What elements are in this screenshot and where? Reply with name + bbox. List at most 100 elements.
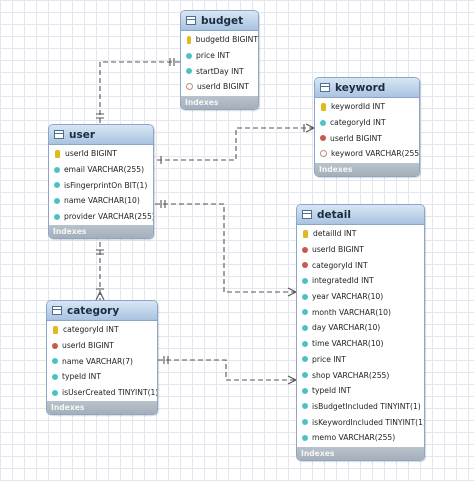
column-row[interactable]: categoryId INT	[47, 322, 157, 338]
nullable-column-icon	[186, 83, 193, 91]
column-row[interactable]: price INT	[181, 48, 258, 64]
table-detail[interactable]: detail detailId INT userId BIGINT category…	[296, 204, 425, 461]
foreign-key-icon	[302, 246, 308, 253]
indexes-section[interactable]: Indexes	[315, 162, 419, 176]
column-row[interactable]: typeId INT	[47, 369, 157, 385]
column-label: time VARCHAR(10)	[312, 339, 384, 349]
column-label: categoryId INT	[63, 325, 119, 335]
column-row[interactable]: userId BIGINT	[49, 146, 153, 162]
column-row[interactable]: memo VARCHAR(255)	[297, 430, 424, 446]
table-user[interactable]: user userId BIGINT email VARCHAR(255) isFi…	[48, 124, 154, 240]
column-icon	[52, 373, 58, 380]
column-row[interactable]: isBudgetIncluded TINYINT(1)	[297, 399, 424, 415]
column-row[interactable]: name VARCHAR(10)	[49, 193, 153, 209]
column-label: budgetId BIGINT	[195, 35, 258, 45]
column-label: memo VARCHAR(255)	[312, 433, 396, 443]
column-icon	[54, 166, 60, 173]
column-row[interactable]: detailId INT	[297, 226, 424, 242]
one-marker-budget	[169, 58, 175, 66]
column-row[interactable]: name VARCHAR(7)	[47, 353, 157, 369]
column-row[interactable]: userId BIGINT	[315, 130, 419, 146]
column-icon	[302, 293, 308, 300]
column-icon	[302, 356, 308, 363]
table-header[interactable]: user	[49, 125, 153, 145]
column-label: isBudgetIncluded TINYINT(1)	[312, 401, 421, 411]
column-icon	[302, 340, 308, 347]
column-row[interactable]: categoryId INT	[297, 257, 424, 273]
column-row[interactable]: budgetId BIGINT	[181, 32, 258, 48]
column-row[interactable]: keywordId INT	[315, 99, 419, 115]
column-label: provider VARCHAR(255)	[64, 212, 154, 222]
foreign-key-icon	[302, 262, 308, 269]
column-icon	[54, 213, 60, 220]
column-icon	[186, 68, 192, 75]
key-icon	[187, 35, 191, 44]
table-header[interactable]: budget	[181, 11, 258, 31]
column-row[interactable]: isUserCreated TINYINT(1)	[47, 385, 157, 401]
column-row[interactable]: email VARCHAR(255)	[49, 162, 153, 178]
indexes-section[interactable]: Indexes	[47, 401, 157, 415]
column-label: startDay INT	[196, 66, 244, 76]
table-icon	[54, 130, 64, 139]
column-row[interactable]: provider VARCHAR(255)	[49, 209, 153, 225]
column-list: categoryId INT userId BIGINT name VARCHAR(…	[47, 321, 157, 401]
column-icon	[52, 358, 58, 365]
table-budget[interactable]: budget budgetId BIGINT price INT startDay …	[180, 10, 259, 110]
column-row[interactable]: time VARCHAR(10)	[297, 336, 424, 352]
column-label: userId BIGINT	[312, 245, 364, 255]
column-label: month VARCHAR(10)	[312, 307, 391, 317]
column-label: categoryId INT	[330, 118, 386, 128]
column-label: typeId INT	[62, 372, 101, 382]
column-icon	[186, 52, 192, 59]
column-icon	[302, 309, 308, 316]
column-label: userId BIGINT	[197, 82, 249, 92]
relationship-category-detail	[158, 359, 296, 381]
table-category[interactable]: category categoryId INT userId BIGINT name…	[46, 300, 158, 416]
foreign-key-icon	[320, 135, 326, 142]
column-label: userId BIGINT	[330, 133, 382, 143]
column-row[interactable]: typeId INT	[297, 383, 424, 399]
indexes-section[interactable]: Indexes	[181, 95, 258, 109]
one-marker-user-bottom	[96, 249, 104, 255]
column-row[interactable]: keyword VARCHAR(255)	[315, 146, 419, 162]
column-row[interactable]: month VARCHAR(10)	[297, 304, 424, 320]
one-marker-user-top	[96, 113, 104, 119]
table-header[interactable]: keyword	[315, 78, 419, 98]
indexes-section[interactable]: Indexes	[49, 225, 153, 239]
column-label: detailId INT	[313, 229, 357, 239]
table-header[interactable]: detail	[297, 205, 424, 225]
relationship-budget-user	[99, 61, 180, 124]
column-icon	[54, 197, 60, 204]
table-icon	[320, 83, 330, 92]
column-row[interactable]: userId BIGINT	[181, 79, 258, 95]
nullable-column-icon	[320, 150, 327, 158]
table-name: category	[67, 304, 120, 317]
column-label: name VARCHAR(7)	[62, 356, 133, 366]
column-row[interactable]: shop VARCHAR(255)	[297, 367, 424, 383]
column-label: shop VARCHAR(255)	[312, 370, 390, 380]
column-row[interactable]: startDay INT	[181, 63, 258, 79]
table-icon	[52, 306, 62, 315]
table-icon	[302, 210, 312, 219]
column-label: name VARCHAR(10)	[64, 196, 140, 206]
column-row[interactable]: day VARCHAR(10)	[297, 320, 424, 336]
column-list: budgetId BIGINT price INT startDay INT user…	[181, 31, 258, 96]
column-row[interactable]: userId BIGINT	[297, 242, 424, 258]
column-row[interactable]: categoryId INT	[315, 115, 419, 131]
column-label: isFingerprintOn BIT(1)	[64, 180, 148, 190]
indexes-section[interactable]: Indexes	[297, 446, 424, 460]
table-name: keyword	[335, 81, 386, 94]
column-row[interactable]: userId BIGINT	[47, 338, 157, 354]
relationship-keyword-user	[155, 127, 314, 161]
column-row[interactable]: isFingerprintOn BIT(1)	[49, 177, 153, 193]
column-row[interactable]: integratedId INT	[297, 273, 424, 289]
column-label: email VARCHAR(255)	[64, 165, 145, 175]
column-icon	[302, 434, 308, 441]
table-keyword[interactable]: keyword keywordId INT categoryId INT userI…	[314, 77, 420, 177]
column-row[interactable]: year VARCHAR(10)	[297, 289, 424, 305]
column-row[interactable]: price INT	[297, 352, 424, 368]
table-header[interactable]: category	[47, 301, 157, 321]
column-row[interactable]: isKeywordIncluded TINYINT(1)	[297, 414, 424, 430]
